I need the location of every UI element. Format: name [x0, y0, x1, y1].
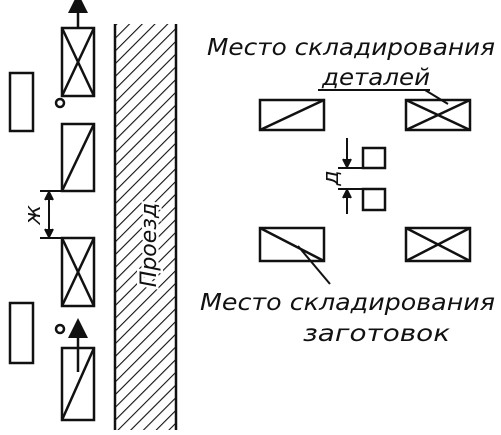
dimension-zh: [40, 189, 94, 240]
dimension-d: [338, 138, 363, 214]
blanks-storage-label-line2: заготовок: [303, 321, 450, 347]
parts-storage-right: [404, 98, 472, 132]
passage-label: Проезд: [137, 203, 162, 287]
parts-storage-label-line1: Место складирования: [207, 35, 495, 61]
blanks-leader: [297, 245, 331, 285]
parts-leader: [424, 89, 449, 105]
operator-marker-lower: [54, 323, 66, 335]
workplace-upper: [8, 71, 35, 133]
operator-marker-upper: [54, 97, 66, 109]
workplace-lower: [8, 301, 35, 365]
passage-strip: [113, 24, 178, 430]
small-square-upper: [361, 146, 387, 170]
parts-storage-label-line2: деталей: [321, 65, 430, 91]
blanks-storage-label-line1: Место складирования: [200, 290, 495, 316]
machine-bottom: [60, 318, 96, 422]
dimension-d-label: д: [319, 170, 344, 186]
blanks-storage-left: [258, 226, 326, 263]
blanks-storage-right: [404, 226, 472, 263]
dimension-zh-label: ж: [21, 205, 46, 226]
machine-top: [60, 0, 96, 98]
machine-third: [60, 236, 96, 308]
small-square-lower: [361, 187, 387, 212]
parts-storage-left: [258, 98, 326, 132]
machine-second: [60, 122, 96, 193]
